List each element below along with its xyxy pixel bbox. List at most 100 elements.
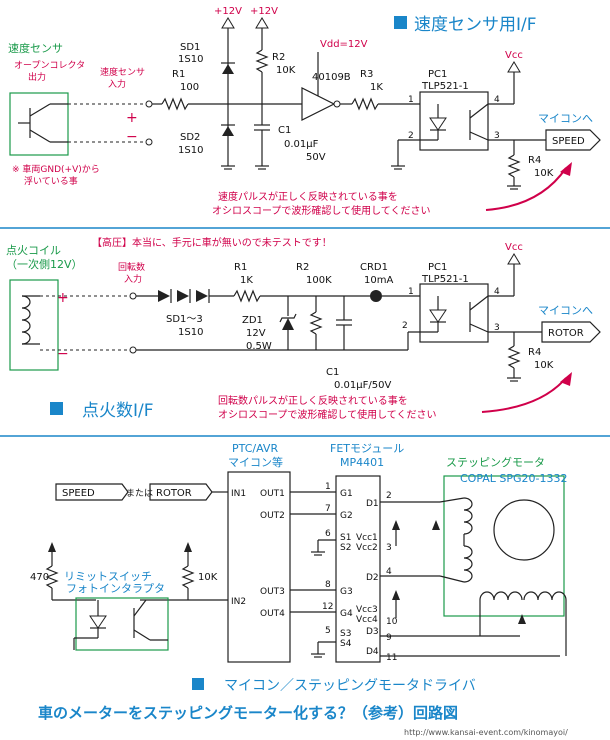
sd-label: SD1～3 (166, 314, 203, 325)
r470-label: 470 (30, 572, 49, 583)
fet-d2: D2 (366, 573, 379, 583)
fet-g1: G1 (340, 489, 353, 499)
mcu-label2: マイコン等 (228, 455, 283, 469)
note1: 回転数パルスが正しく反映されている事を (218, 394, 408, 407)
fet-g2: G2 (340, 511, 353, 521)
fet-vcc1: Vcc1 (356, 533, 378, 543)
r4-label: R4 (528, 347, 541, 358)
pc1-value: TLP521-1 (421, 81, 469, 92)
r1-value: 1K (240, 275, 253, 286)
plus-sign: + (126, 110, 138, 126)
pin-2: 2 (386, 491, 392, 501)
fet-d3: D3 (366, 627, 379, 637)
r1-value: 100 (180, 82, 199, 93)
micom-label: マイコンへ (538, 304, 593, 317)
rotor-tag: ROTOR (156, 488, 192, 499)
coil-label1: 点火コイル (6, 244, 61, 257)
pin-12: 12 (322, 602, 333, 612)
r1-label: R1 (172, 69, 185, 80)
r4-value: 10K (534, 360, 554, 371)
note3: 速度パルスが正しく反映されている事を (218, 190, 398, 203)
mcu-out3: OUT3 (260, 587, 285, 597)
mcu-out2: OUT2 (260, 511, 285, 521)
note2: 浮いている事 (24, 175, 78, 187)
r4-label: R4 (528, 155, 541, 166)
sd-value: 1S10 (178, 327, 203, 338)
minus-sign: − (57, 346, 69, 362)
pc1-pin1: 1 (408, 95, 414, 105)
motor-label1: ステッピングモータ (446, 455, 545, 469)
sec3-title: マイコン／ステッピングモータドライバ (224, 678, 476, 694)
fet-s1: S1 (340, 533, 351, 543)
crd-label: CRD1 (360, 262, 388, 273)
speed-sensor (9, 92, 69, 156)
pin-11: 11 (386, 653, 397, 663)
pin-10: 10 (386, 617, 398, 627)
warn-text: 【高圧】本当に、手元に車が無いので未テストです！ (92, 236, 332, 249)
sec1-title: 速度センサ用I/F (414, 15, 537, 35)
coil-label2: （一次側12V） (6, 257, 83, 271)
plus-sign: + (57, 290, 69, 306)
sd2-value: 1S10 (178, 145, 203, 156)
pc1-pin3: 3 (494, 131, 500, 141)
r2-value: 10K (276, 65, 296, 76)
pc1-label: PC1 (428, 69, 447, 80)
pc1-label: PC1 (428, 262, 447, 273)
speed-tag: SPEED (62, 488, 95, 499)
fet-s3: S3 (340, 629, 351, 639)
pc1-pin2: 2 (402, 321, 408, 331)
micom-label: マイコンへ (538, 112, 593, 125)
fet-vcc4: Vcc4 (356, 615, 378, 625)
pin-5: 5 (325, 626, 331, 636)
mcu-in1: IN1 (231, 489, 246, 499)
fet-s4: S4 (340, 639, 352, 649)
fet-d4: D4 (366, 647, 379, 657)
note4: オシロスコープで波形確認して使用してください (212, 204, 431, 217)
r2-label: R2 (296, 262, 309, 273)
sensor-sub2: 出力 (28, 71, 46, 83)
ignition-coil (9, 279, 59, 371)
note1: ※ 車両GND(+V)から (12, 163, 100, 175)
title-square (192, 678, 204, 690)
motor-label2: COPAL SPG20-1332 (460, 472, 568, 485)
sd1-value: 1S10 (178, 54, 203, 65)
input2: 入力 (124, 273, 142, 285)
c1-voltage: 50V (306, 152, 326, 163)
sensor-label: 速度センサ (8, 41, 63, 55)
photo-interrupter (73, 597, 169, 651)
pc1-pin4: 4 (494, 95, 500, 105)
v12b: +12V (250, 6, 278, 17)
r2-value: 100K (306, 275, 332, 286)
title-square (394, 16, 407, 29)
vdd-label: Vdd=12V (320, 39, 368, 50)
footer-title: 車のメーターをステッピングモーター化する？（参考）回路図 (38, 704, 458, 722)
vcc-label: Vcc (505, 50, 523, 61)
mcu-out1: OUT1 (260, 489, 285, 499)
input1: 回転数 (118, 261, 145, 273)
fet-g4: G4 (340, 609, 353, 619)
c1-label: C1 (278, 125, 291, 136)
minus-sign: − (126, 129, 138, 145)
fet-g3: G3 (340, 587, 353, 597)
r3-label: R3 (360, 69, 373, 80)
v12a: +12V (214, 6, 242, 17)
fet-label2: MP4401 (340, 456, 384, 469)
ic-label: 40109B (312, 72, 351, 83)
mcu-in2: IN2 (231, 597, 246, 607)
pin-4: 4 (386, 567, 392, 577)
rotor-out: ROTOR (548, 328, 584, 339)
pin-1: 1 (325, 482, 331, 492)
or-text: または (126, 488, 153, 499)
r1-label: R1 (234, 262, 247, 273)
sd1-label: SD1 (180, 42, 200, 53)
pc1-pin3: 3 (494, 323, 500, 333)
fet-vcc3: Vcc3 (356, 605, 378, 615)
c1-label: C1 (326, 367, 339, 378)
pc1-value: TLP521-1 (421, 274, 469, 285)
fet-label1: FETモジュール (330, 442, 404, 455)
pc1-pin4: 4 (494, 287, 500, 297)
note2: オシロスコープで波形確認して使用してください (218, 408, 437, 421)
sec2-title: 点火数I/F (82, 401, 154, 421)
fet-s2: S2 (340, 543, 351, 553)
